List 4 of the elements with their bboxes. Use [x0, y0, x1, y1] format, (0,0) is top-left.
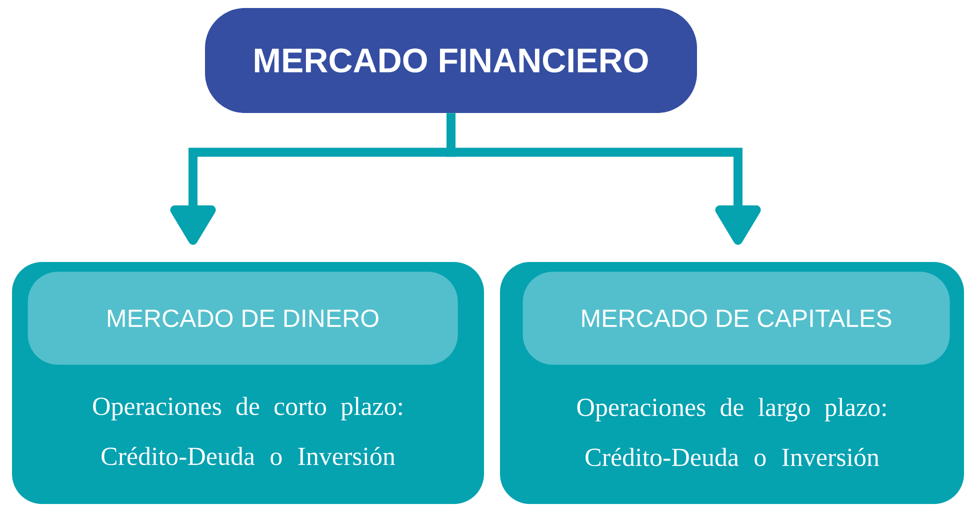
- title-box: MERCADO FINANCIERO: [205, 8, 697, 113]
- arrow: [446, 113, 761, 245]
- header-box: MERCADO DE CAPITALES: [522, 272, 950, 365]
- header-box: MERCADO DE DINERO: [28, 272, 458, 365]
